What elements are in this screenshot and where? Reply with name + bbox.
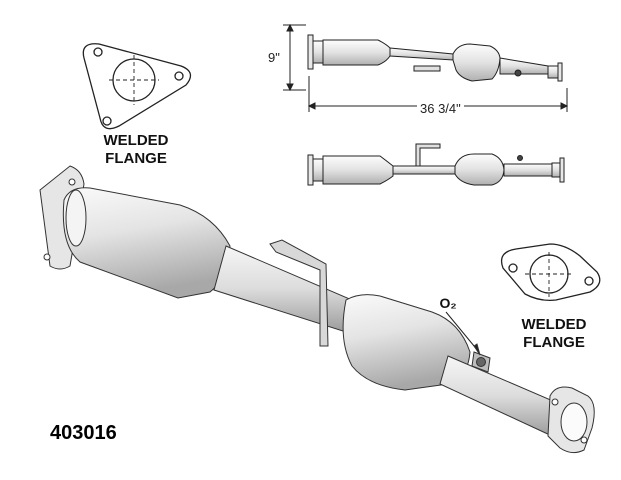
welded-flange-right-line2: FLANGE xyxy=(523,334,585,351)
welded-flange-left-line2: FLANGE xyxy=(105,150,167,167)
side-view-elevation xyxy=(283,23,569,112)
o2-sensor-label: O₂ xyxy=(439,295,457,311)
catalytic-converter-3d xyxy=(39,165,595,454)
welded-flange-right-line1: WELDED xyxy=(521,316,587,333)
top-view-elevation xyxy=(307,143,565,186)
part-number: 403016 xyxy=(50,422,117,444)
length-dimension-label: 36 3/4" xyxy=(417,101,464,116)
welded-flange-label-left: WELDED FLANGE xyxy=(86,132,186,168)
flange-detail-left xyxy=(82,43,192,130)
flange-detail-right xyxy=(500,243,601,302)
welded-flange-left-line1: WELDED xyxy=(103,132,169,149)
welded-flange-label-right: WELDED FLANGE xyxy=(504,316,604,352)
height-dimension-label: 9" xyxy=(268,50,280,65)
